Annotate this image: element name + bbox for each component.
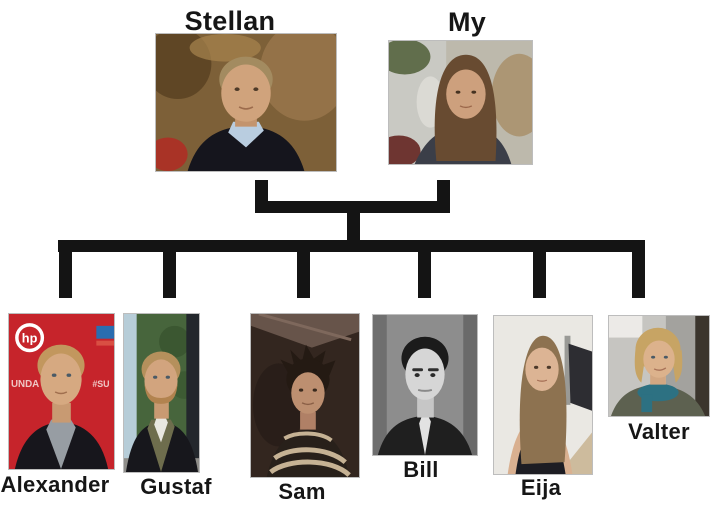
child-name-eija: Eija	[520, 475, 562, 500]
backdrop-logo-blue	[96, 325, 114, 339]
child-drop-sam	[297, 250, 310, 298]
parent-name-stellan: Stellan	[184, 6, 276, 36]
child-drop-eija	[533, 250, 546, 298]
child-name-valter: Valter	[628, 419, 690, 444]
photo-eija	[493, 315, 593, 475]
my-portrait-illustration	[389, 41, 532, 164]
valter-portrait-illustration	[609, 316, 709, 416]
photo-sam	[250, 313, 360, 478]
gustaf-portrait-illustration	[124, 314, 199, 472]
child-drop-valter	[632, 250, 645, 298]
photo-bill	[372, 314, 478, 456]
hp-logo-circle	[15, 323, 45, 353]
hp-logo-text: hp	[22, 331, 38, 346]
photo-gustaf	[123, 313, 200, 473]
marriage-bar	[255, 201, 450, 213]
alexander-portrait-illustration: hp UNDA #SU	[9, 314, 114, 469]
sam-portrait-illustration	[251, 314, 359, 477]
parent-name-my: My	[447, 7, 487, 37]
child-drop-alexander	[59, 250, 72, 298]
child-drop-bill	[418, 250, 431, 298]
bill-portrait-illustration	[373, 315, 477, 455]
photo-my	[388, 40, 533, 165]
child-name-gustaf: Gustaf	[140, 474, 212, 499]
couple-to-children-line	[347, 211, 360, 242]
children-bar	[58, 240, 645, 252]
photo-alexander: hp UNDA #SU	[8, 313, 115, 470]
child-name-bill: Bill	[403, 457, 439, 482]
stellan-portrait-illustration	[156, 34, 336, 171]
photo-valter	[608, 315, 710, 417]
eija-portrait-illustration	[494, 316, 592, 474]
backdrop-text-left: UNDA	[11, 379, 39, 390]
child-name-alexander: Alexander	[0, 472, 110, 497]
child-drop-gustaf	[163, 250, 176, 298]
photo-stellan	[155, 33, 337, 172]
backdrop-text-right: #SU	[92, 379, 109, 389]
child-name-sam: Sam	[278, 479, 326, 504]
